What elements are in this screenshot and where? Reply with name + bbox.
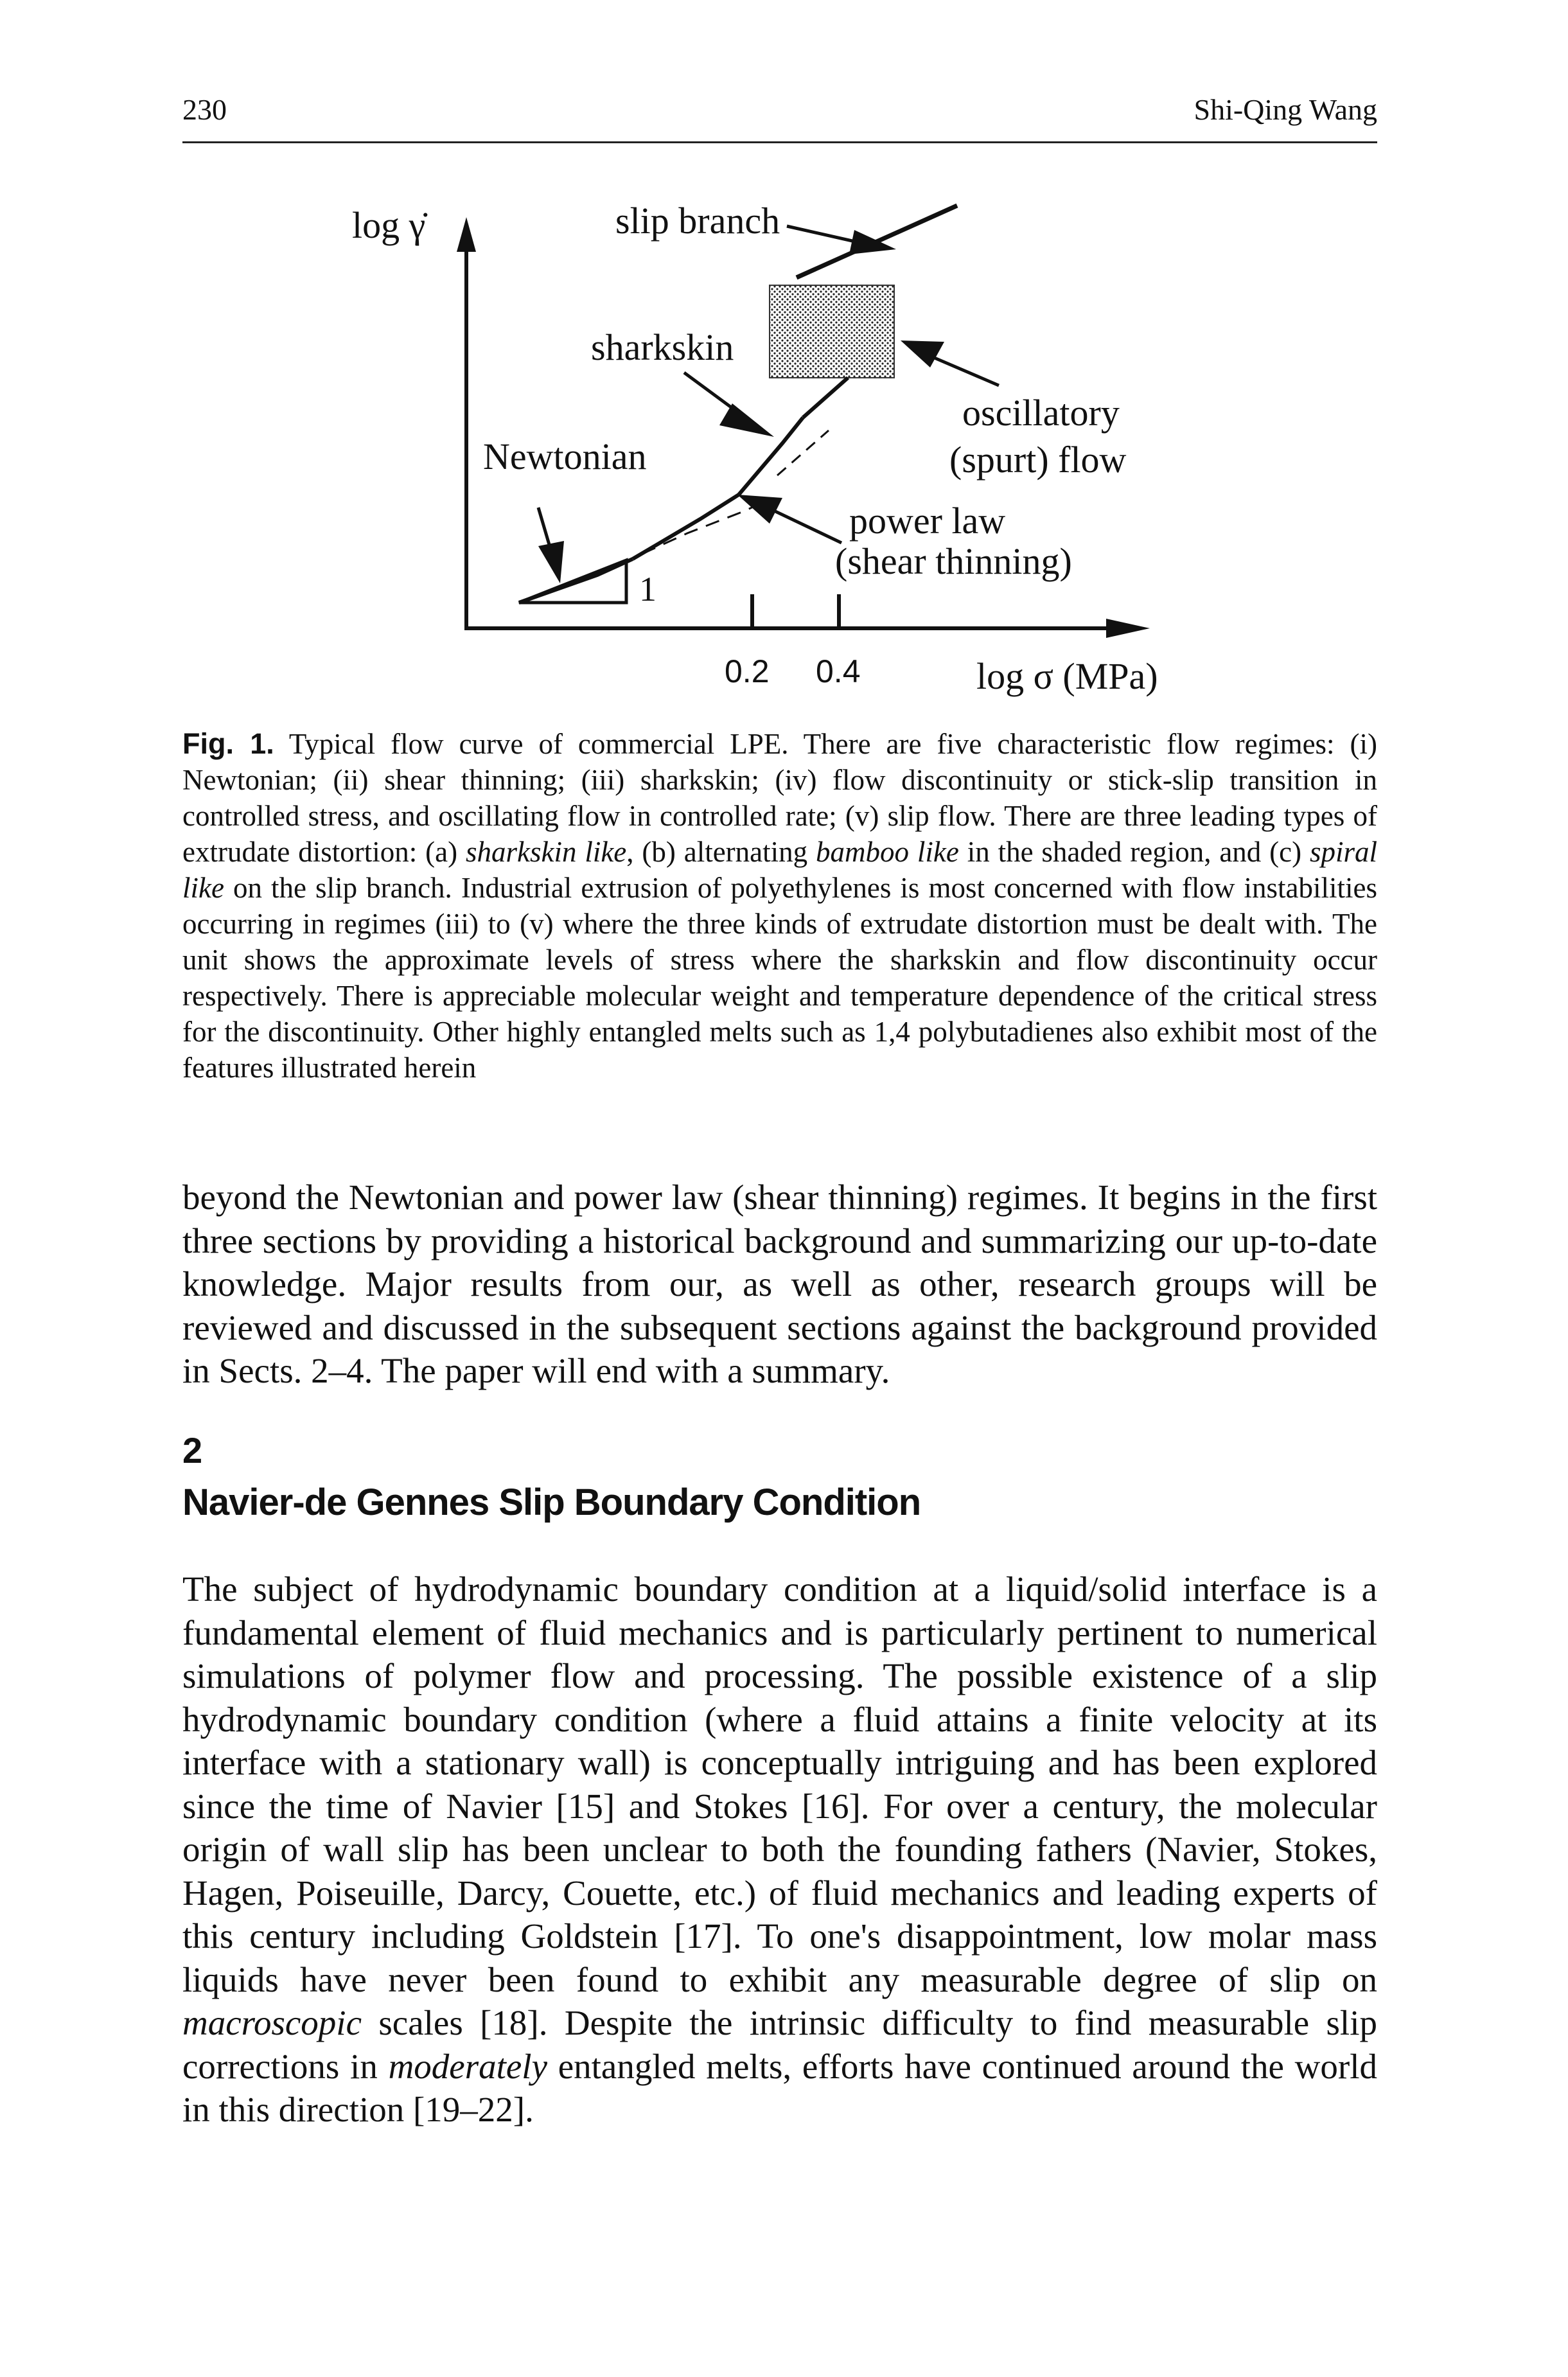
x-axis-label: log σ (MPa) — [976, 655, 1158, 697]
caption-emphasis: bamboo like — [816, 836, 959, 868]
discontinuity-dashes — [777, 429, 829, 477]
x-axis-arrow-icon — [1106, 619, 1150, 638]
y-axis-arrow-icon — [457, 217, 476, 252]
caption-emphasis: spiral like — [182, 836, 1377, 904]
slip-branch-label: slip branch — [615, 200, 780, 242]
x-axis — [464, 619, 1150, 638]
sharkskin-label: sharkskin — [591, 326, 734, 368]
page-number: 230 — [182, 93, 227, 126]
newtonian-arrow — [536, 507, 564, 583]
y-axis-label: log γ̇ — [352, 204, 428, 246]
sharkskin-arrow — [683, 371, 774, 437]
sharkskin-branch — [737, 416, 805, 496]
paragraph-emphasis: macroscopic — [182, 2003, 362, 2042]
tick-label-0.2: 0.2 — [725, 653, 770, 689]
newtonian-label: Newtonian — [483, 436, 647, 477]
figure-label: Fig. 1. — [182, 727, 274, 760]
flow-curve-figure: log γ̇ log σ (MPa) 0.2 0.4 1 slip branch… — [0, 0, 1568, 732]
flow-curve-diagram: log γ̇ log σ (MPa) 0.2 0.4 1 slip branch… — [352, 200, 1158, 697]
caption-text: on the slip branch. Industrial extrusion… — [182, 872, 1377, 1084]
power-law-arrow — [737, 495, 843, 545]
paragraph-emphasis: moderately — [388, 2046, 547, 2086]
page-header: 230 Shi-Qing Wang — [182, 95, 1377, 146]
caption-text: in the shaded region, and (c) — [958, 836, 1310, 868]
slope-label: 1 — [639, 570, 656, 608]
header-rule — [182, 141, 1377, 143]
caption-text: , (b) alternating — [626, 836, 816, 868]
figure-caption: Fig. 1. Typical flow curve of commercial… — [182, 726, 1377, 1086]
power-law-label-line1: power law — [849, 500, 1005, 542]
body-paragraph-1: beyond the Newtonian and power law (shea… — [182, 1178, 1377, 1390]
oscillatory-label-line1: oscillatory — [962, 392, 1120, 434]
running-head-author: Shi-Qing Wang — [1194, 93, 1377, 126]
y-axis — [457, 217, 476, 630]
section-number: 2 — [182, 1430, 203, 1471]
power-law-branch — [631, 493, 740, 561]
oscillatory-arrow — [901, 340, 1000, 387]
oscillatory-label-line2: (spurt) flow — [949, 439, 1127, 481]
slope-triangle — [518, 558, 628, 605]
dashed-extrapolation — [642, 499, 768, 555]
tick-label-0.4: 0.4 — [816, 653, 861, 689]
section-title: Navier-de Gennes Slip Boundary Condition — [182, 1481, 921, 1523]
power-law-label-line2: (shear thinning) — [835, 540, 1072, 582]
caption-text: Typical flow curve of commercial LPE. Th… — [182, 728, 1377, 868]
slip-branch-arrow — [786, 224, 896, 254]
paragraph-text: entangled melts, efforts have continued … — [182, 2046, 1377, 2130]
body-paragraph-2: The subject of hydrodynamic boundary con… — [182, 1568, 1377, 2132]
paragraph-text: The subject of hydrodynamic boundary con… — [182, 1569, 1377, 1999]
paragraph-text: scales [18]. Despite the intrinsic diffi… — [182, 2003, 1377, 2086]
caption-emphasis: sharkskin like — [465, 836, 627, 868]
upper-curve-link — [802, 376, 849, 420]
shaded-oscillatory-region — [769, 285, 895, 378]
